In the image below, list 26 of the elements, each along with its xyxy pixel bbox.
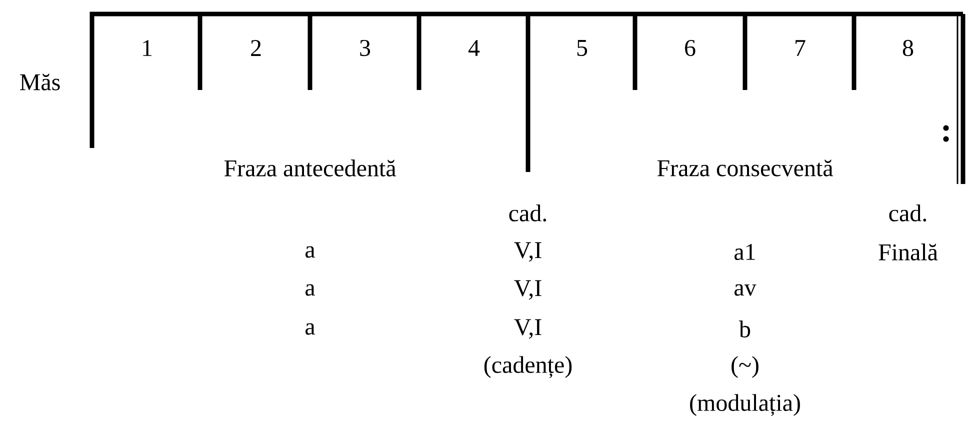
analysis-label: V,I <box>514 319 542 339</box>
measure-number: 2 <box>251 40 261 56</box>
analysis-label: cad. <box>509 204 546 222</box>
analysis-label: b <box>739 320 750 338</box>
measure-number: 5 <box>577 40 588 56</box>
analysis-label: V,I <box>514 242 542 262</box>
measure-number: 1 <box>143 40 152 56</box>
phrase-label: Fraza consecventă <box>657 160 833 176</box>
measure-number: 4 <box>468 40 480 56</box>
measure-number: 3 <box>360 40 370 56</box>
analysis-label: (cadențe) <box>484 356 572 378</box>
analysis-label: cad. <box>889 204 926 222</box>
analysis-label: V,I <box>514 280 542 300</box>
analysis-label: a <box>306 246 315 258</box>
analysis-label: av <box>734 284 756 296</box>
phrase-label: Fraza antecedentă <box>224 160 396 176</box>
measure-number: 8 <box>902 40 914 56</box>
analysis-label: a <box>306 284 315 296</box>
analysis-label: a <box>306 323 315 335</box>
analysis-label: a1 <box>734 244 755 260</box>
measure-number: 7 <box>796 40 806 56</box>
analysis-label: (modulația) <box>690 394 800 416</box>
analysis-label: Finală <box>878 244 938 260</box>
analysis-label: (~) <box>732 356 758 378</box>
measure-number: 6 <box>685 40 696 56</box>
row-label: Măs <box>20 74 60 90</box>
